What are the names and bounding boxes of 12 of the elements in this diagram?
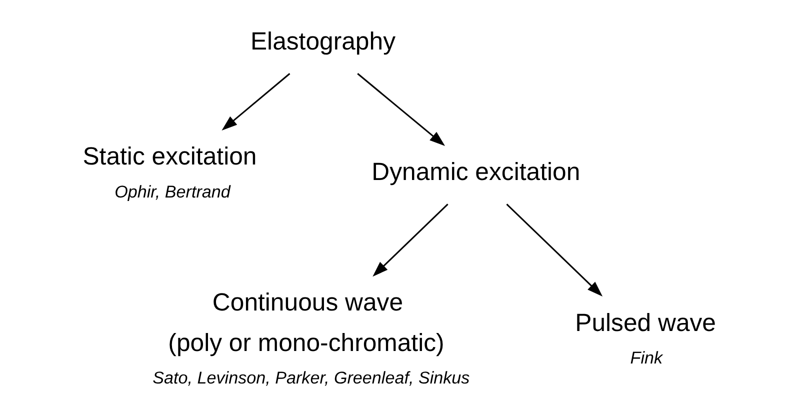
node-text: Dynamic excitation [372,159,580,186]
node-text: Continuous wave (poly or mono-chromatic) [168,290,444,358]
node-text: Elastography [250,28,396,56]
node-text: Pulsed wave [575,310,716,337]
arrow [506,204,603,297]
arrow [372,204,448,277]
arrow [222,73,290,131]
node-label: Ophir, Bertrand [114,182,230,202]
node-text: Static excitation [82,144,257,171]
node-label: Fink [630,348,663,368]
arrow [357,73,446,146]
node-label: Sato, Levinson, Parker, Greenleaf, Sinkus [152,368,470,388]
